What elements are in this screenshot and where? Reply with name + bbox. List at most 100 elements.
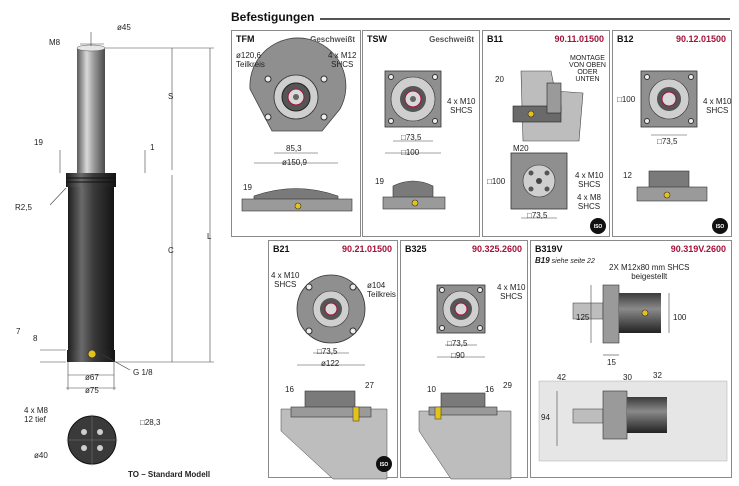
dim-port: G 1/8 [133, 368, 153, 377]
panel-title: B12 [617, 34, 634, 44]
b11-screws-a: 4 x M10 SHCS [575, 171, 603, 189]
iso-badge: ISO [376, 456, 392, 472]
iso-badge-label: ISO [716, 224, 725, 230]
panel-title: B11 [487, 34, 504, 44]
tfm-circle: ø120,6 Teilkreis [236, 51, 265, 69]
panel-tsw: TSW Geschweißt 4 x M10 SHCS □73,5 □100 1… [362, 30, 480, 237]
b11-dim-73: □73,5 [527, 211, 548, 220]
b21-graphic [280, 274, 388, 480]
b11-mount-note: MONTAGE VON OBEN ODER UNTEN [569, 55, 606, 83]
b21-dim-27: 27 [365, 381, 374, 390]
tsw-dim-19: 19 [375, 177, 384, 186]
b325-dim-73: □73,5 [447, 339, 468, 348]
b12-dim-12: 12 [623, 171, 632, 180]
panel-title: B21 [273, 244, 290, 254]
b325-screws: 4 x M10 SHCS [497, 283, 525, 301]
b319v-dim-32: 32 [653, 371, 662, 380]
b319v-note-line2: beigestellt [631, 272, 668, 281]
b11-screws-b-line1: 4 x M8 [577, 193, 602, 202]
bottom-threads-line2: 12 tief [24, 415, 46, 424]
b21-circle-label: Teilkreis [367, 290, 396, 299]
b319v-dim-15: 15 [607, 358, 616, 367]
tsw-dim-100: □100 [401, 148, 420, 157]
order-code: 90.11.01500 [554, 34, 604, 44]
order-code: 90.12.01500 [675, 34, 726, 44]
b11-mount-line1: MONTAGE [570, 55, 605, 62]
bottom-square: □28,3 [140, 418, 161, 427]
b11-mount-line2: VON OBEN [569, 62, 606, 69]
b325-dim-29: 29 [503, 381, 512, 390]
tfm-circle-label: Teilkreis [236, 60, 265, 69]
b12-dim-100: □100 [617, 95, 636, 104]
tsw-graphic [382, 70, 446, 210]
b319v-subtitle-text: siehe seite 22 [551, 258, 595, 265]
tsw-screws: 4 x M10 SHCS [447, 97, 475, 115]
b11-dim-100: □100 [487, 177, 506, 186]
panel-title: B319V [535, 244, 563, 254]
b11-mount-line3: ODER [577, 69, 598, 76]
tfm-screws-line1: 4 x M12 [328, 51, 357, 60]
b11-screws-a-line2: SHCS [578, 180, 601, 189]
panel-b12: B12 90.12.01500 □100 4 x M10 SHCS □73,5 … [612, 30, 732, 237]
b21-screws-line1: 4 x M10 [271, 271, 300, 280]
b319v-dim-30: 30 [623, 373, 632, 382]
b21-dim-16: 16 [285, 385, 294, 394]
dim-75: ø75 [85, 386, 99, 395]
b11-graphic [510, 70, 584, 219]
tsw-dim-73: □73,5 [401, 133, 422, 142]
b319v-note: 2X M12x80 mm SHCS beigestellt [609, 263, 689, 281]
panel-b21: B21 90.21.01500 4 x M10 SHCS ø104 Teilkr… [268, 240, 398, 480]
bottom-threads: 4 x M8 12 tief [24, 406, 48, 424]
panel-tfm: TFM Geschweißt ø120,6 Teilkreis 4 x M12 … [231, 30, 361, 237]
iso-badge: ISO [712, 218, 728, 234]
panel-b11: B11 90.11.01500 MONTAGE VON OBEN ODER UN… [482, 30, 610, 237]
b12-graphic [636, 70, 708, 202]
b21-circle-dia: ø104 [367, 281, 386, 290]
dim-c: C [168, 246, 174, 255]
iso-badge: ISO [590, 218, 606, 234]
order-code: 90.21.01500 [341, 244, 392, 254]
cylinder-caption: TO – Standard Modell [128, 470, 211, 479]
b319v-subtitle-code: B19 [535, 256, 550, 265]
b319v-subtitle: B19 siehe seite 22 [535, 256, 595, 266]
b11-screws-b-line2: SHCS [577, 202, 601, 211]
b21-dim-122: ø122 [321, 359, 340, 368]
panel-title: TFM [236, 34, 255, 44]
b319v-dim-94: 94 [541, 413, 550, 422]
panel-b319v: B319V 90.319V.2600 B19 siehe seite 22 2X… [530, 240, 732, 478]
dim-67: ø67 [85, 373, 99, 382]
dim-rod-diameter: ø45 [117, 23, 131, 32]
b325-graphic [418, 284, 512, 480]
panel-note: Geschweißt [429, 35, 474, 44]
iso-badge-label: ISO [594, 224, 603, 230]
b325-screws-line2: SHCS [500, 292, 523, 301]
tsw-screws-line1: 4 x M10 [447, 97, 476, 106]
page-title: Befestigungen [231, 10, 315, 24]
b11-screws-b: 4 x M8 SHCS [577, 193, 601, 211]
dim-8: 8 [33, 334, 38, 343]
panel-note: Geschweißt [310, 35, 355, 44]
dim-top-thread: M8 [49, 38, 61, 47]
b21-dim-73: □73,5 [317, 347, 338, 356]
tfm-circle-dia: ø120,6 [236, 51, 261, 60]
tfm-dim-85: 85,3 [286, 144, 302, 153]
tfm-dim-150: ø150,9 [282, 158, 307, 167]
b21-screws-line2: SHCS [274, 280, 297, 289]
order-code: 90.325.2600 [471, 244, 522, 254]
tfm-graphic [241, 37, 353, 212]
b325-dim-16: 16 [485, 385, 494, 394]
dim-19: 19 [34, 138, 43, 147]
b319v-note-line1: 2X M12x80 mm SHCS [609, 263, 690, 272]
b21-screws: 4 x M10 SHCS [271, 271, 299, 289]
cylinder-graphic [40, 32, 214, 466]
tfm-screws-line2: SHCS [331, 60, 354, 69]
b319v-dim-125: 125 [576, 313, 590, 322]
b11-dim-m20: M20 [513, 144, 529, 153]
b12-screws: 4 x M10 SHCS [703, 97, 731, 115]
heading-rule [320, 18, 730, 20]
order-code: 90.319V.2600 [670, 244, 726, 254]
panel-title: TSW [367, 34, 387, 44]
iso-badge-label: ISO [380, 462, 389, 468]
b21-circle: ø104 Teilkreis [367, 281, 396, 299]
b11-screws-a-line1: 4 x M10 [575, 171, 604, 180]
